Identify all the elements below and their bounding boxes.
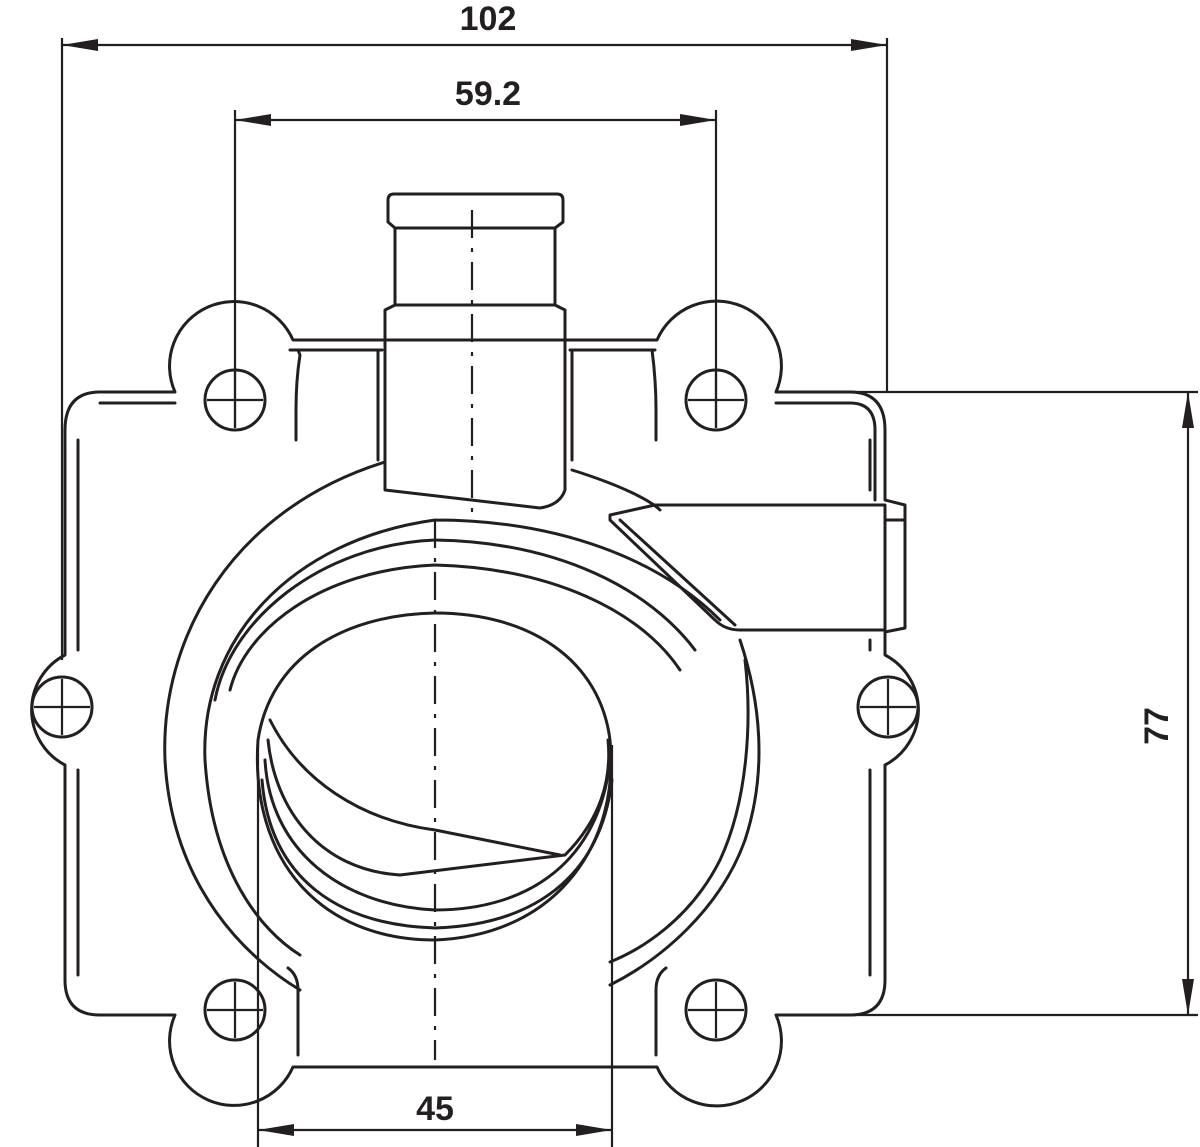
body-ring-2	[203, 518, 750, 964]
dimension-height	[776, 390, 1198, 1017]
dimension-label-overall-width: 102	[460, 0, 517, 38]
dimension-label-hole-spacing: 59.2	[455, 75, 521, 113]
body-outer-ring	[163, 460, 761, 992]
bore-thread-3	[260, 778, 614, 930]
dimension-label-height: 77	[1138, 707, 1176, 745]
dimension-overall-width	[60, 38, 889, 660]
mounting-hole-bottom-left	[203, 978, 267, 1042]
body-ring-4	[228, 563, 682, 692]
body-ring-3	[213, 538, 697, 702]
mounting-hole-mid-right	[856, 675, 920, 739]
flange-outline	[30, 299, 920, 1108]
mounting-hole-mid-left	[30, 675, 94, 739]
flange-inner-step	[76, 348, 872, 1057]
dimension-bore	[256, 745, 614, 1147]
centerline	[433, 210, 474, 1060]
side-fitting	[608, 503, 907, 632]
dimension-hole-spacing	[233, 110, 718, 428]
flange-top-ledge	[98, 348, 877, 502]
vent-nipple	[376, 192, 574, 510]
bore-thread-4	[268, 718, 562, 857]
dimension-label-bore: 45	[416, 1090, 454, 1128]
mounting-hole-bottom-right	[684, 978, 748, 1042]
